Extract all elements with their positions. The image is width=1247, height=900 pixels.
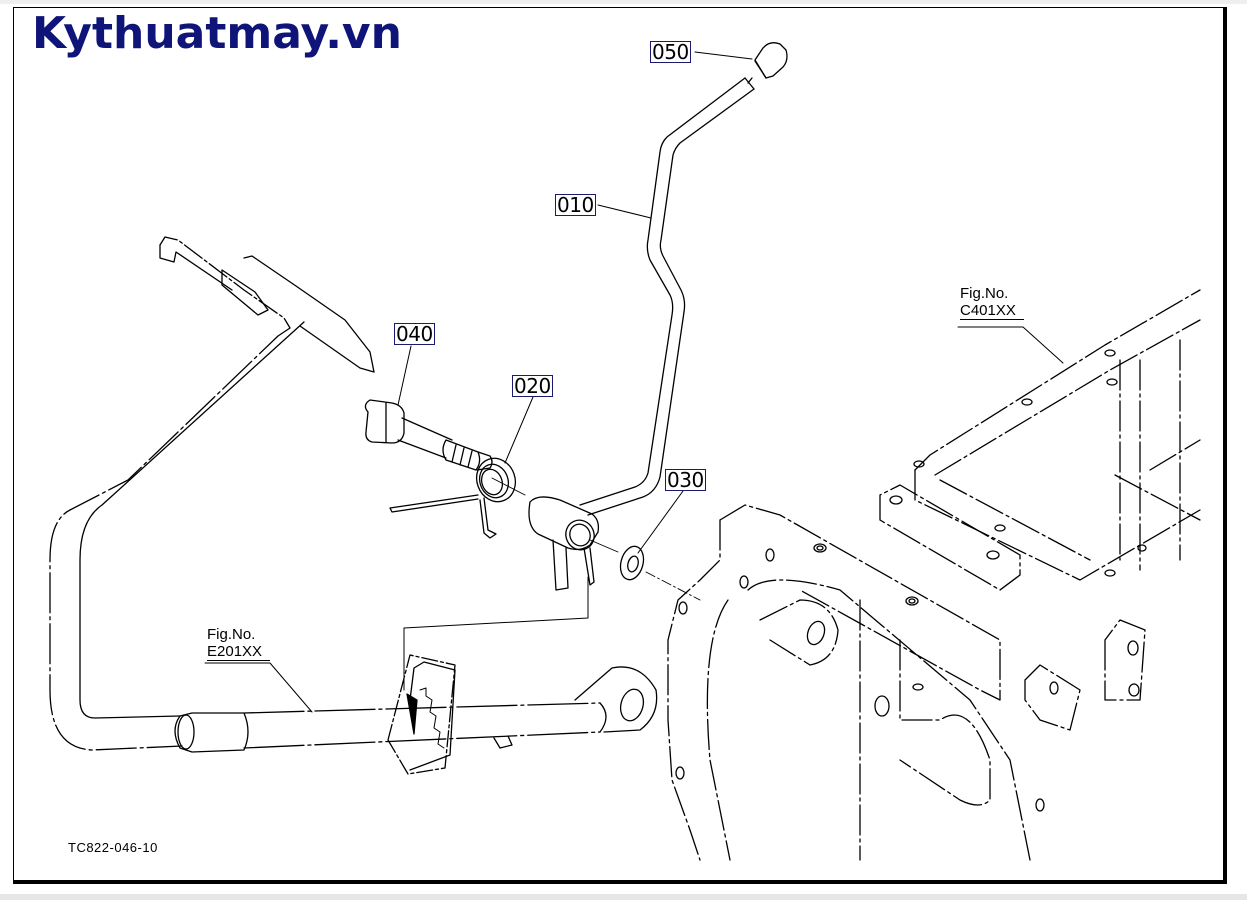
callout-020[interactable]: 020 — [512, 374, 553, 398]
leader-e201 — [204, 662, 313, 713]
spring-part-020 — [389, 457, 526, 539]
leader-040 — [397, 345, 412, 406]
figure-reference-e201[interactable]: Fig.No. E201XX — [207, 626, 271, 661]
callout-050[interactable]: 050 — [650, 40, 691, 64]
bottom-strip — [0, 894, 1247, 900]
transmission-housing — [667, 289, 1201, 861]
lever-boss — [528, 496, 619, 591]
leader-c401 — [957, 326, 1064, 364]
reference-code: E201XX — [207, 643, 271, 661]
leader-050 — [694, 51, 753, 60]
figure-reference-c401[interactable]: Fig.No. C401XX — [960, 285, 1024, 320]
bolt-part-040 — [364, 399, 493, 471]
leader-010 — [597, 204, 652, 219]
callout-010[interactable]: 010 — [555, 193, 596, 217]
housing-holes — [675, 349, 1147, 812]
knob-part-050 — [747, 42, 788, 84]
reference-code: C401XX — [960, 302, 1024, 320]
reference-label: Fig.No. — [960, 285, 1009, 302]
reference-label: Fig.No. — [207, 626, 256, 643]
leader-lines — [204, 51, 1064, 713]
cross-shaft — [174, 666, 658, 753]
leader-020 — [504, 396, 534, 464]
ratchet-plate — [387, 654, 456, 775]
leader-bracket — [403, 576, 589, 691]
washer-part-030 — [619, 545, 701, 601]
drawing-frame — [13, 7, 1227, 884]
site-logo: Kythuatmay.vn — [32, 8, 402, 59]
figure-code: TC822-046-10 — [68, 840, 158, 855]
leader-030 — [637, 490, 684, 554]
top-strip — [0, 0, 1247, 4]
pedal-assembly — [49, 236, 375, 751]
callout-030[interactable]: 030 — [665, 468, 706, 492]
callout-040[interactable]: 040 — [394, 322, 435, 346]
lever-part-010 — [579, 77, 755, 516]
